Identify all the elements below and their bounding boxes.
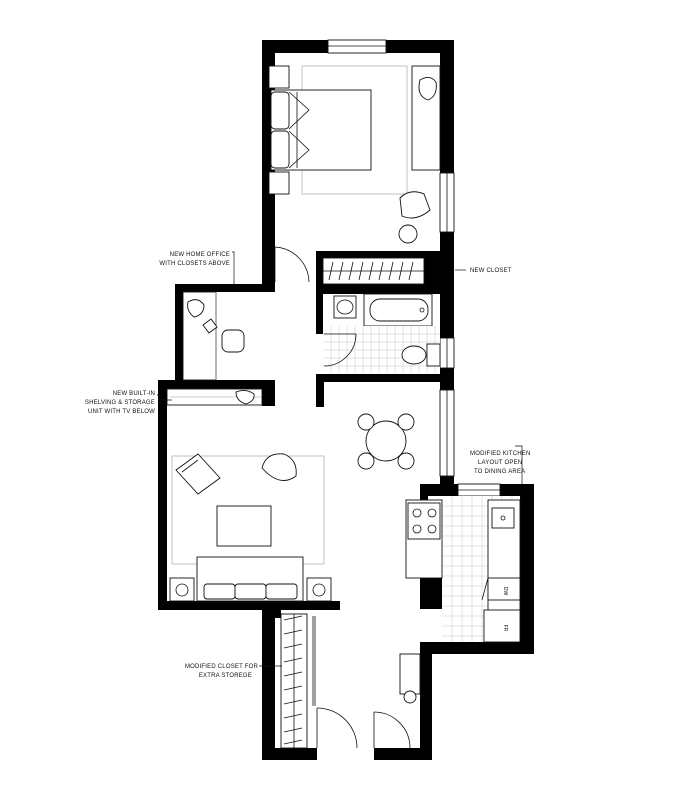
storage-closet xyxy=(280,613,316,749)
annotation-line: UNIT WITH TV BELOW xyxy=(88,409,155,415)
annotation-line: NEW CLOSET xyxy=(470,268,512,274)
nightstand xyxy=(268,65,290,89)
entry-console xyxy=(399,653,421,695)
annotation-line: LAYOUT OPEN xyxy=(478,460,522,466)
bedroom-door xyxy=(274,246,310,283)
nightstand xyxy=(268,171,290,195)
dining-chair xyxy=(357,452,375,470)
side-table xyxy=(306,577,332,602)
windows xyxy=(327,39,501,497)
annotation-kitchen: MODIFIED KITCHEN LAYOUT OPEN TO DINING A… xyxy=(470,445,531,484)
annotation-line: NEW HOME OFFICE xyxy=(170,252,230,258)
lamp xyxy=(187,299,205,318)
side-table xyxy=(398,224,418,244)
annotation-line: NEW BUILT-IN xyxy=(113,391,155,397)
bathroom xyxy=(323,293,441,374)
kitchen-sink xyxy=(491,507,515,529)
dining-chair xyxy=(397,452,415,470)
lamp xyxy=(235,389,255,405)
annotation-line: MODIFIED KITCHEN xyxy=(470,451,531,457)
annotation-line: SHELVING & STORAGE xyxy=(85,400,155,406)
annotation-line: EXTRA STOREGE xyxy=(199,673,252,679)
cooktop xyxy=(407,502,441,540)
dining-chair xyxy=(357,413,375,431)
entry-doors xyxy=(316,707,411,749)
dining-table xyxy=(365,420,407,462)
dining-chair xyxy=(397,413,415,431)
dishwasher-label: DW xyxy=(502,587,508,596)
armchair xyxy=(399,191,431,219)
lamp xyxy=(418,77,437,101)
armchair xyxy=(261,453,297,481)
toilet xyxy=(401,345,427,365)
annotation-line: MODIFIED CLOSET FOR xyxy=(185,664,258,670)
living-room xyxy=(166,388,415,602)
laptop xyxy=(202,318,218,334)
annotation-new-closet: NEW CLOSET xyxy=(455,268,512,274)
annotation-line: WITH CLOSETS ABOVE xyxy=(159,261,230,267)
annotation-home-office: NEW HOME OFFICE WITH CLOSETS ABOVE xyxy=(159,251,235,284)
fridge xyxy=(483,609,521,643)
side-table xyxy=(169,577,195,602)
kitchen: DW FR xyxy=(399,496,521,704)
dishwasher xyxy=(487,577,521,601)
new-closet xyxy=(322,257,425,285)
annotation-closet-storage: MODIFIED CLOSET FOR EXTRA STOREGE xyxy=(185,664,282,679)
toilet-tank xyxy=(426,343,441,367)
pillow xyxy=(270,91,290,130)
annotation-line: TO DINING AREA xyxy=(474,469,525,475)
annotation-built-in: NEW BUILT-IN SHELVING & STORAGE UNIT WIT… xyxy=(85,391,172,415)
bedroom xyxy=(268,65,441,244)
fridge-label: FR xyxy=(502,625,508,632)
coffee-table xyxy=(216,505,272,547)
home-office xyxy=(182,291,245,381)
pillow xyxy=(270,130,290,169)
office-chair xyxy=(221,329,245,353)
stool xyxy=(403,690,417,704)
armchair xyxy=(175,453,221,495)
